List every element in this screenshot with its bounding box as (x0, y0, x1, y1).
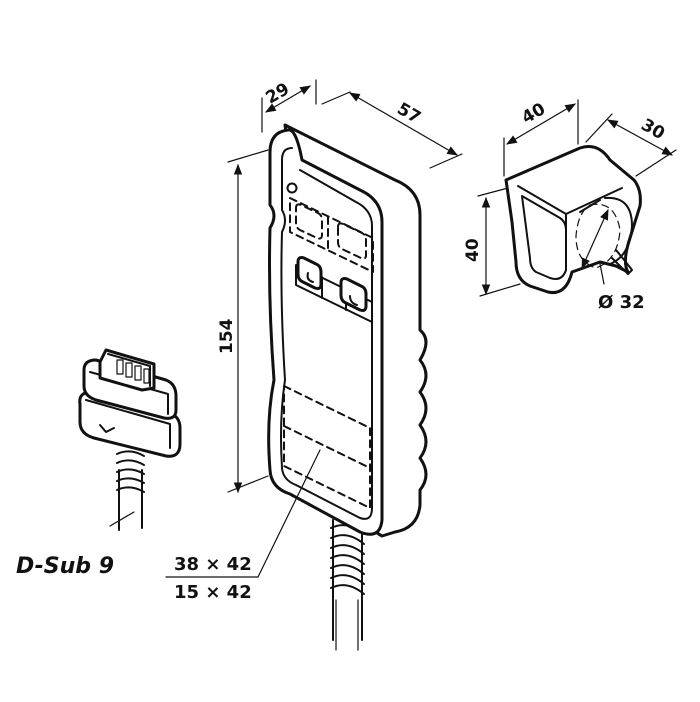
pendant-cable (330, 519, 365, 651)
bore-label: Ø 32 (598, 292, 645, 313)
dsub-connector (78, 348, 182, 531)
dimension-pendant-depth: 29 (261, 79, 317, 133)
dimension-pendant-height: 154 (217, 149, 269, 494)
keypad-window (289, 197, 374, 273)
button-row (295, 256, 373, 323)
hand-pendant (267, 123, 428, 651)
dim-label-40-left: 40 (463, 238, 483, 262)
dim-label-29: 29 (263, 79, 294, 108)
display-window (283, 385, 371, 509)
dim-label-154: 154 (217, 318, 237, 354)
dim-label-40-top: 40 (519, 99, 550, 128)
dimension-holder-height: 40 (463, 187, 521, 297)
dimension-holder-bore: Ø 32 (581, 209, 645, 313)
dsub-label: D-Sub 9 (16, 554, 114, 579)
window-size-top-label: 38 × 42 (174, 554, 252, 575)
window-leader-line (165, 449, 321, 578)
window-size-bottom-label: 15 × 42 (174, 582, 252, 603)
dim-label-57: 57 (394, 99, 425, 128)
led-indicator (286, 182, 298, 194)
dim-label-30: 30 (638, 115, 669, 144)
pendant-holder (504, 145, 642, 295)
